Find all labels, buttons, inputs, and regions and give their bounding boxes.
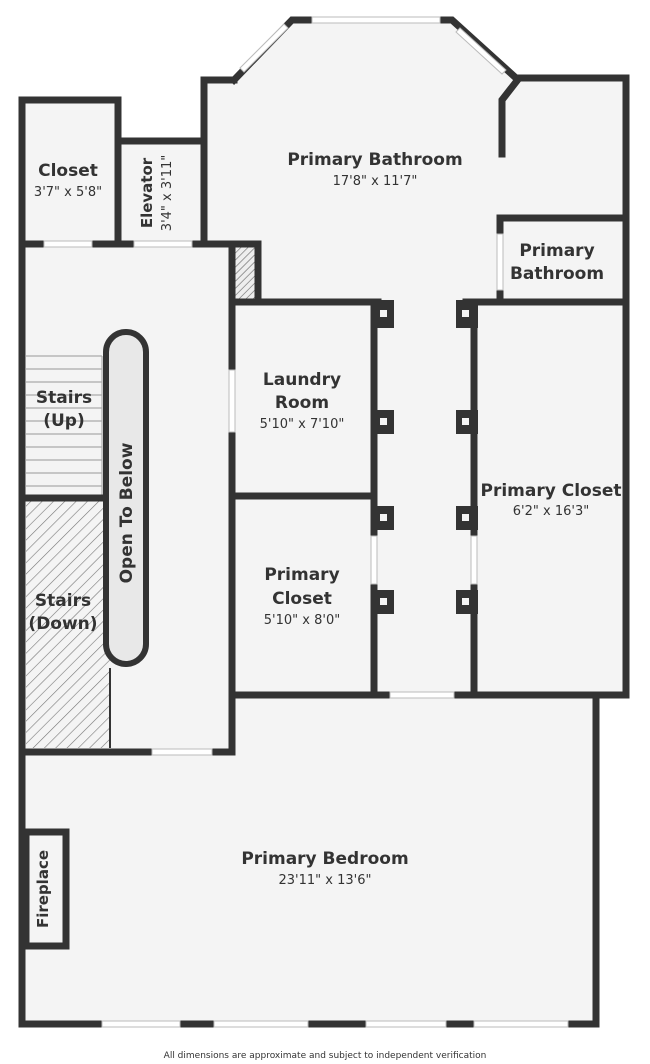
stairs-up-line2: (Up) bbox=[43, 411, 85, 431]
primary-closet-small-line1: Primary bbox=[264, 565, 339, 585]
primary-bathroom-dim: 17'8" x 11'7" bbox=[333, 174, 418, 189]
closet-floor bbox=[22, 102, 118, 244]
primary-bathroom-name: Primary Bathroom bbox=[287, 150, 462, 170]
column-caps bbox=[380, 310, 469, 605]
closet-small-dim: 3'7" x 5'8" bbox=[34, 185, 102, 200]
chase-hatch bbox=[234, 247, 256, 299]
laundry-line2: Room bbox=[275, 393, 329, 413]
primary-bathroom-small-line1: Primary bbox=[519, 241, 594, 261]
stairs-down-line1: Stairs bbox=[35, 591, 91, 611]
primary-closet-large-name: Primary Closet bbox=[481, 481, 622, 501]
primary-closet-small-line2: Closet bbox=[272, 589, 332, 609]
open-to-below-label: Open To Below bbox=[117, 442, 137, 583]
elevator-floor bbox=[118, 141, 204, 244]
primary-bathroom-small-line2: Bathroom bbox=[510, 264, 604, 284]
fireplace-label: Fireplace bbox=[34, 850, 52, 928]
primary-closet-large-dim: 6'2" x 16'3" bbox=[513, 504, 589, 519]
stairs-down-hatch bbox=[26, 500, 110, 748]
stairs-up-treads bbox=[26, 355, 103, 498]
primary-bedroom-dim: 23'11" x 13'6" bbox=[279, 873, 372, 888]
elevator-name: Elevator bbox=[138, 157, 156, 228]
disclaimer-note: All dimensions are approximate and subje… bbox=[164, 1051, 487, 1061]
laundry-dim: 5'10" x 7'10" bbox=[260, 417, 345, 432]
primary-bedroom-name: Primary Bedroom bbox=[241, 849, 408, 869]
closet-small-name: Closet bbox=[38, 161, 98, 181]
stairs-up-line1: Stairs bbox=[36, 388, 92, 408]
primary-closet-small-dim: 5'10" x 8'0" bbox=[264, 613, 340, 628]
stairs-down-line2: (Down) bbox=[28, 614, 97, 634]
center-floor bbox=[232, 302, 626, 698]
windows-and-openings bbox=[43, 16, 569, 1028]
open-to-below-rail bbox=[103, 329, 149, 667]
elevator-dim: 3'4" x 3'11" bbox=[160, 155, 175, 231]
bathroom-floor bbox=[204, 22, 626, 302]
laundry-line1: Laundry bbox=[263, 370, 341, 390]
